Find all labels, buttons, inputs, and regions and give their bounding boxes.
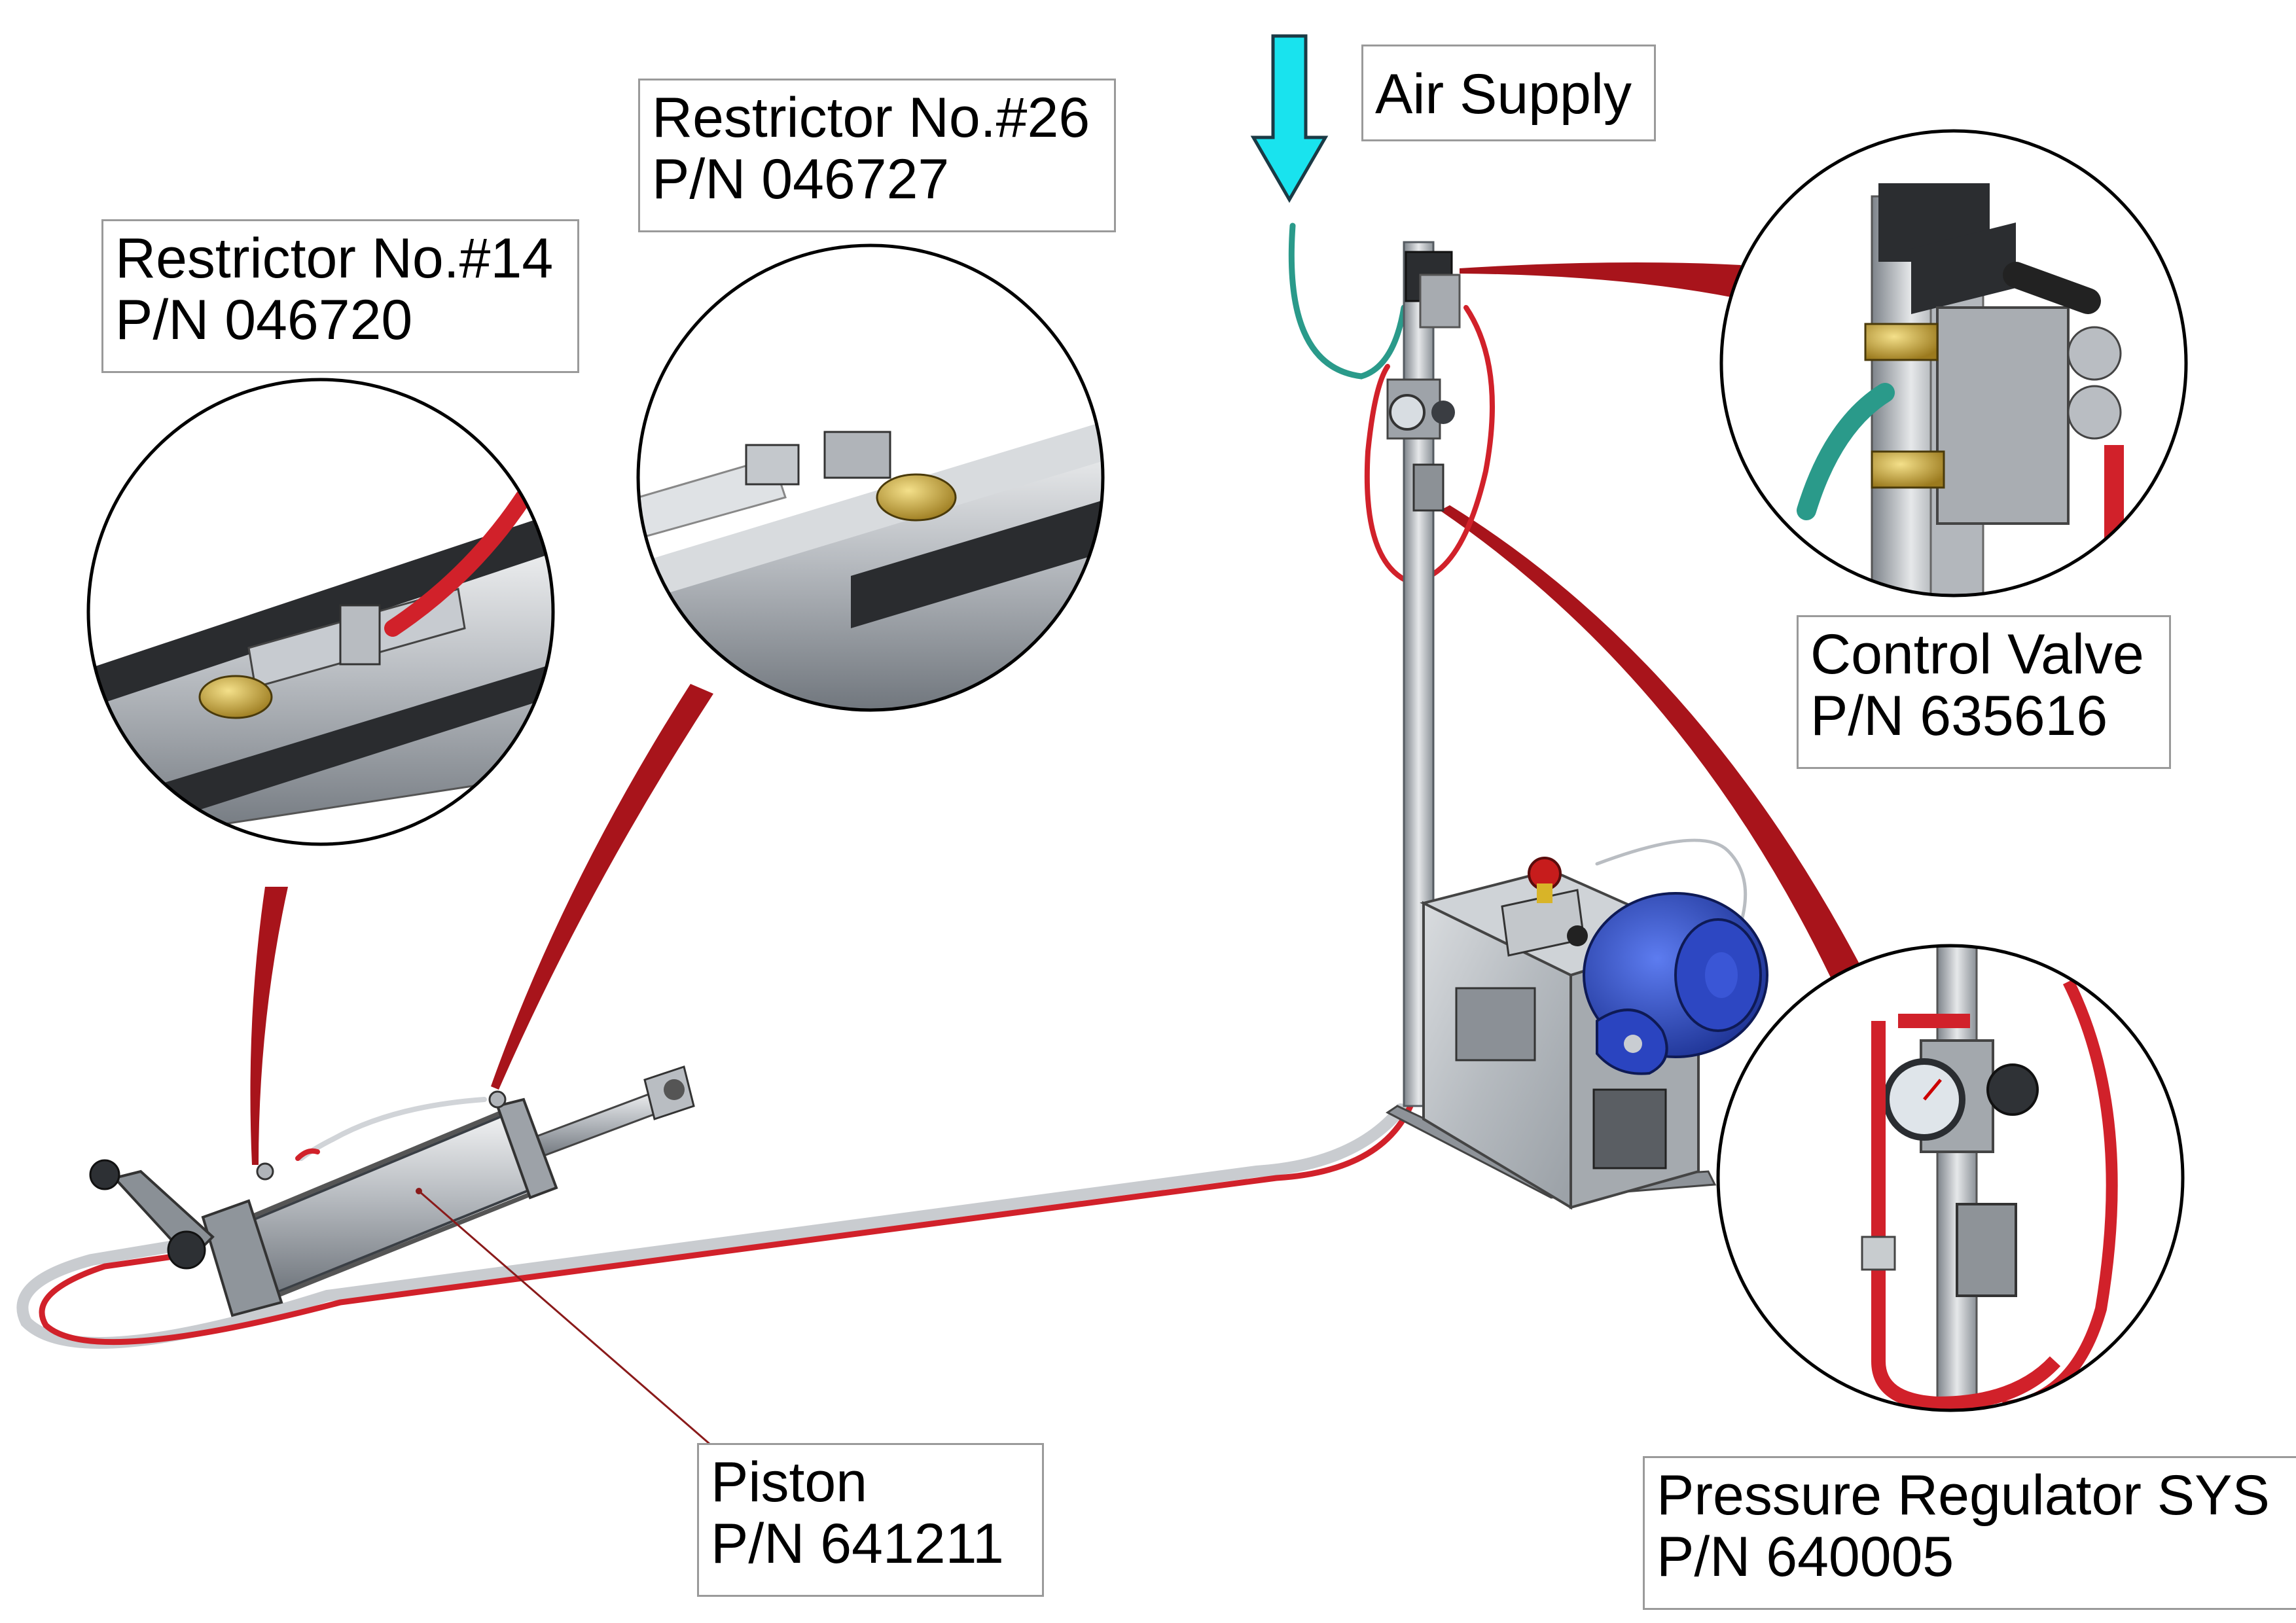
wedge-pressure-regulator <box>1440 505 1865 982</box>
label-air-supply: Air Supply <box>1361 45 1656 141</box>
pressure-regulator-name: Pressure Regulator SYS <box>1657 1464 2270 1527</box>
power-unit <box>1386 857 1768 1210</box>
control-valve-pn: P/N 635616 <box>1810 685 2108 747</box>
label-restrictor-26: Restrictor No.#26 P/N 046727 <box>638 79 1116 232</box>
hoses <box>16 223 1748 1349</box>
detail-control-valve <box>1719 129 2188 597</box>
detail-restrictor-26 <box>636 243 1105 712</box>
piston-pn: P/N 641211 <box>711 1512 1004 1575</box>
label-restrictor-14: Restrictor No.#14 P/N 046720 <box>101 219 579 373</box>
detail-restrictor-14 <box>86 378 555 846</box>
restrictor-14-pn: P/N 046720 <box>115 289 413 351</box>
callout-wedges <box>250 262 1865 1165</box>
mounting-post <box>1386 241 1461 1107</box>
air-supply-arrow <box>1250 34 1329 203</box>
wedge-control-valve <box>1460 262 1741 298</box>
air-supply-name: Air Supply <box>1375 63 1632 126</box>
pressure-regulator-pn: P/N 640005 <box>1657 1525 1954 1588</box>
wedge-restrictor-26 <box>491 684 713 1090</box>
label-control-valve: Control Valve P/N 635616 <box>1797 615 2171 769</box>
label-pressure-regulator: Pressure Regulator SYS P/N 640005 <box>1643 1456 2296 1610</box>
wedge-restrictor-14 <box>250 887 288 1165</box>
restrictor-26-name: Restrictor No.#26 <box>652 86 1090 149</box>
detail-pressure-regulator <box>1716 944 2185 1412</box>
restrictor-14-name: Restrictor No.#14 <box>115 227 554 290</box>
piston-name: Piston <box>711 1451 868 1514</box>
piston-cylinder <box>89 1065 721 1454</box>
label-piston: Piston P/N 641211 <box>697 1443 1044 1597</box>
control-valve-name: Control Valve <box>1810 623 2144 686</box>
restrictor-26-pn: P/N 046727 <box>652 148 950 211</box>
